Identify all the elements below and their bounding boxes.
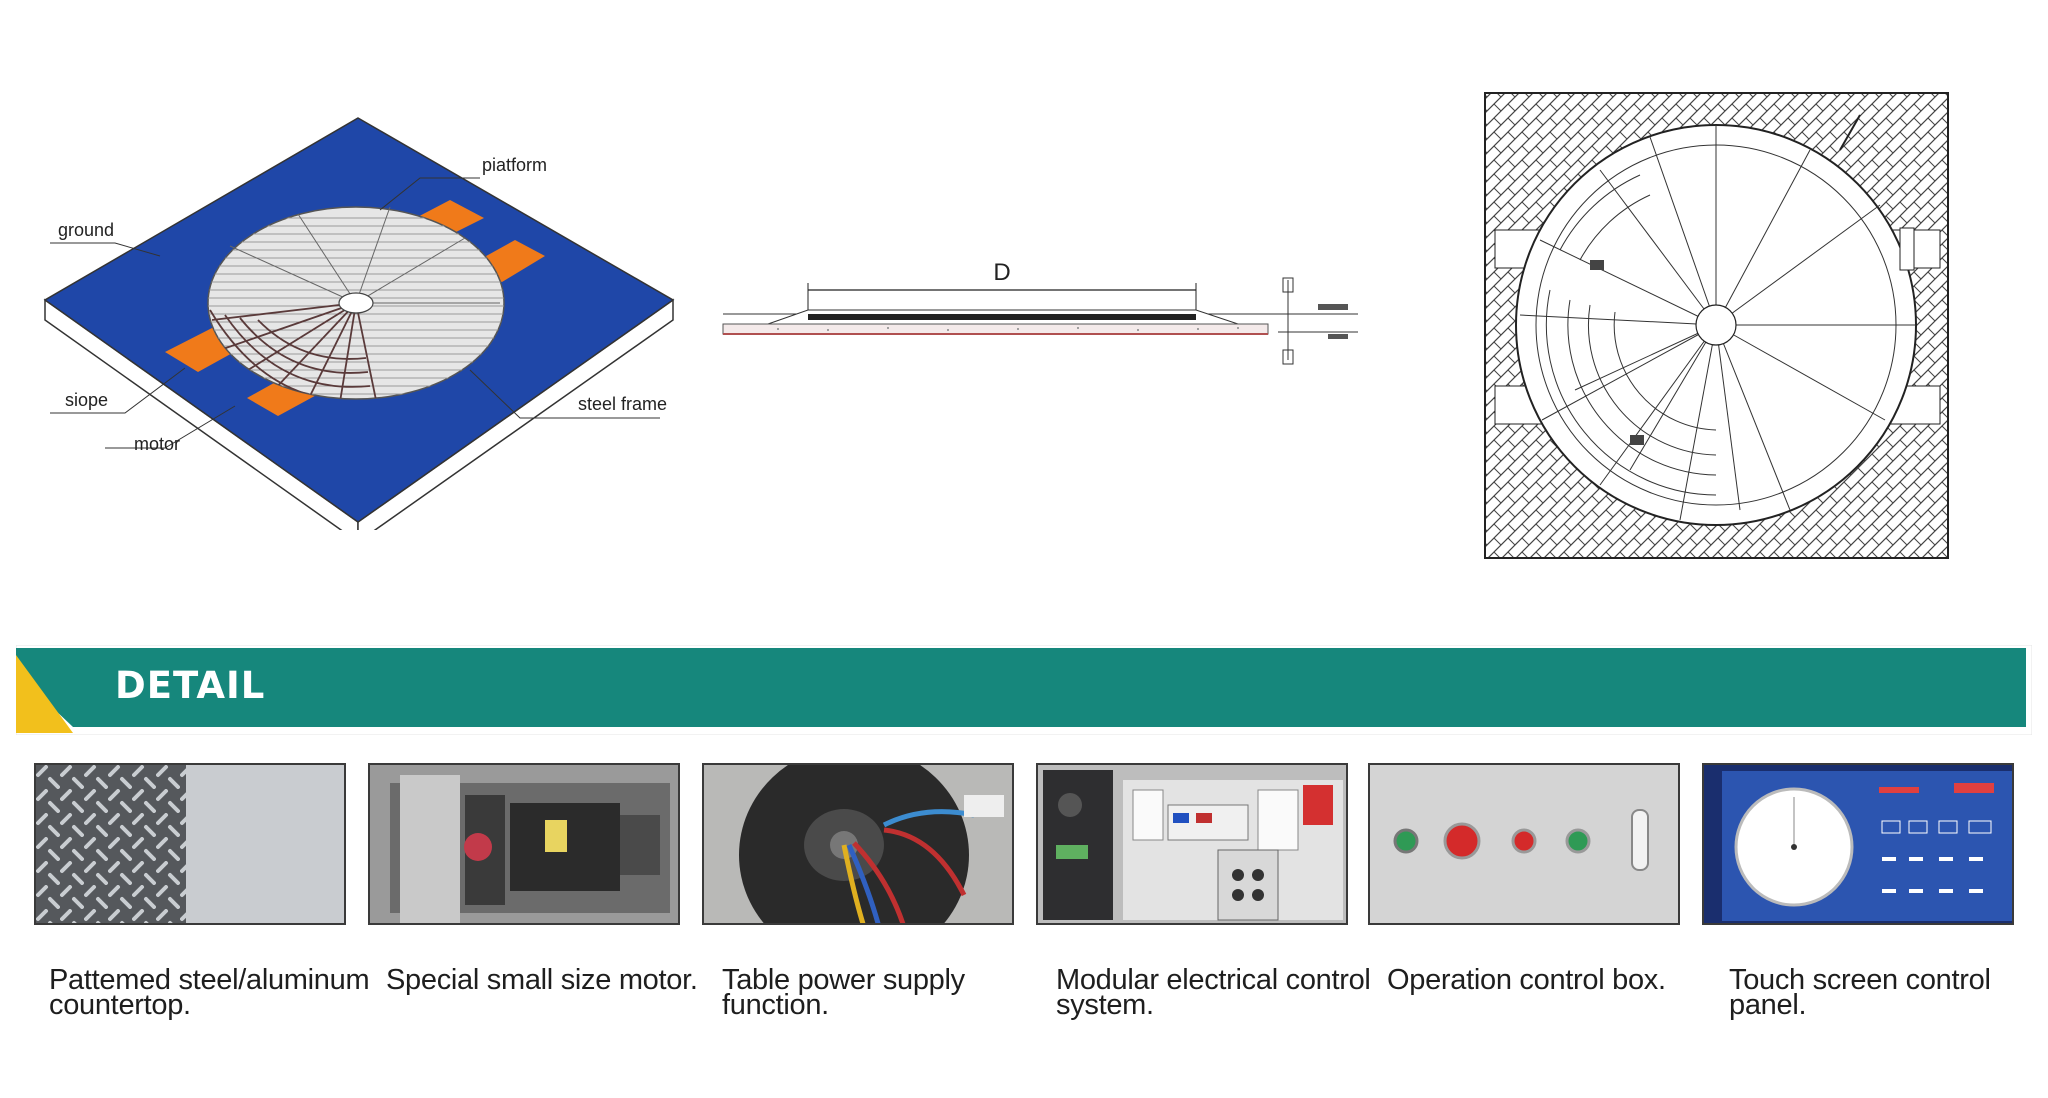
label-ground: ground: [58, 220, 114, 240]
cross-section-diagram: D: [722, 259, 1358, 365]
caption-power-supply: Table power supply function.: [722, 964, 965, 1021]
detail-photo-touch-screen: [1702, 763, 2014, 925]
isometric-turntable-diagram: ground piatform siope motor steel frame: [43, 117, 675, 530]
banner-accent: [16, 655, 73, 733]
caption-line: system.: [1056, 989, 1154, 1021]
dimension-label-d: D: [993, 259, 1010, 286]
caption-line: Operation control box.: [1387, 964, 1666, 996]
detail-photo-countertop: [34, 763, 346, 925]
caption-line: countertop.: [49, 989, 191, 1021]
caption-operation-box: Operation control box.: [1387, 964, 1666, 996]
label-motor: motor: [134, 434, 180, 454]
caption-electrical-control: Modular electrical control system.: [1056, 964, 1371, 1021]
caption-countertop: Pattemed steel/aluminum countertop.: [49, 964, 370, 1021]
caption-line: Modular electrical control: [1056, 964, 1371, 996]
detail-photo-motor: [368, 763, 680, 925]
detail-photo-operation-box: [1368, 763, 1680, 925]
caption-motor: Special small size motor.: [386, 964, 698, 996]
caption-line: Table power supply: [722, 964, 965, 996]
caption-touch-screen: Touch screen control panel.: [1729, 964, 1991, 1021]
section-title: DETAIL: [115, 664, 266, 707]
plan-view-diagram: [1484, 92, 1949, 559]
detail-banner: [16, 645, 2032, 735]
caption-line: Pattemed steel/aluminum: [49, 964, 370, 996]
caption-line: Special small size motor.: [386, 964, 698, 996]
label-slope: siope: [65, 390, 108, 410]
banner-band: [16, 648, 2026, 727]
caption-line: Touch screen control: [1729, 964, 1991, 996]
caption-line: panel.: [1729, 989, 1807, 1021]
detail-photo-power-supply: [702, 763, 1014, 925]
caption-line: function.: [722, 989, 829, 1021]
detail-photo-electrical-control: [1036, 763, 1348, 925]
label-steel-frame: steel frame: [578, 394, 667, 414]
label-platform: piatform: [482, 155, 547, 175]
